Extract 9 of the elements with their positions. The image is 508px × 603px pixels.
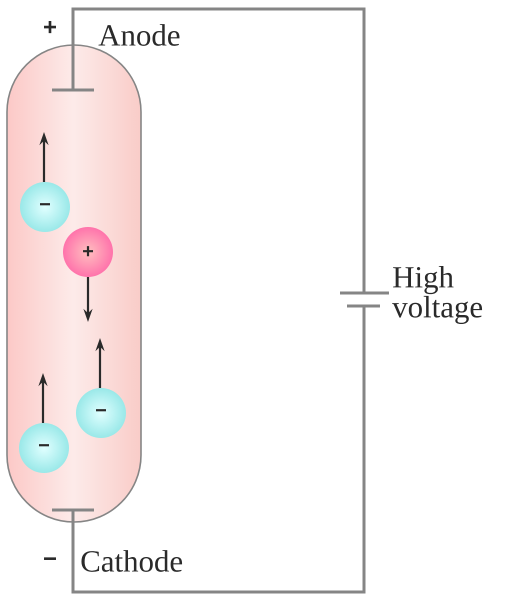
sign-label: + bbox=[44, 21, 56, 34]
ion: − bbox=[39, 444, 49, 446]
voltage-label: High voltage bbox=[392, 266, 482, 324]
ion: − bbox=[96, 409, 106, 412]
electrode-label: Cathode bbox=[81, 550, 182, 572]
sign-label: − bbox=[44, 557, 56, 560]
electrode-label: Anode bbox=[98, 24, 180, 46]
ion: + bbox=[83, 246, 93, 256]
ion: − bbox=[40, 203, 50, 206]
